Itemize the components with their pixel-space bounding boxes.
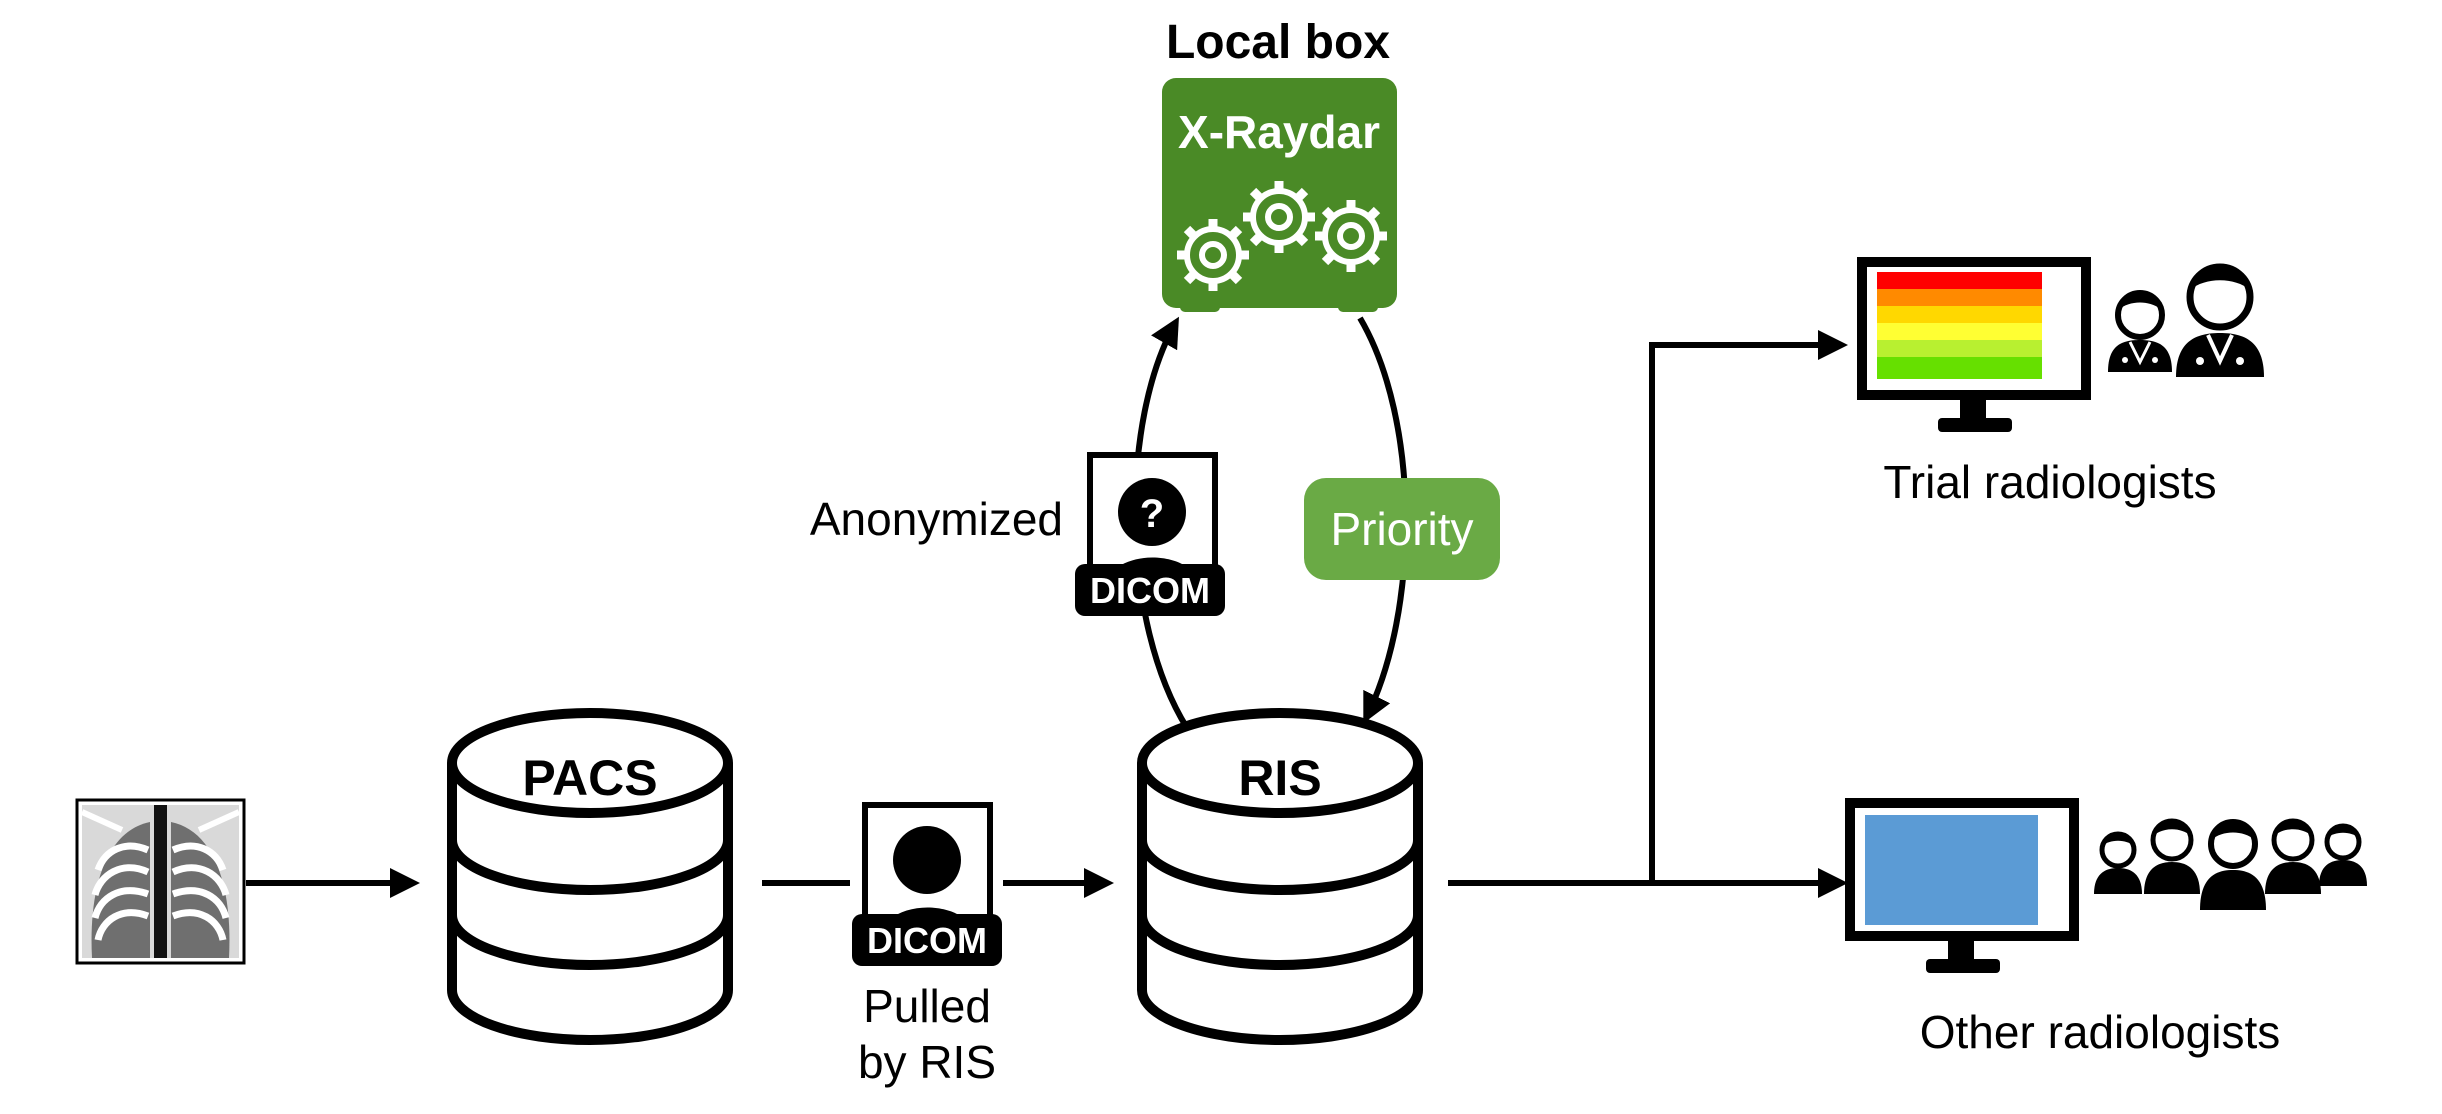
anonymized-label: Anonymized xyxy=(810,493,1063,545)
priority-label: Priority xyxy=(1330,503,1473,555)
ris-database-icon xyxy=(1137,708,1423,1045)
anonymized-dicom-icon: ? DICOM xyxy=(1075,452,1225,616)
dicom-tag-pulled: DICOM xyxy=(867,920,987,961)
dicom-file-icon: DICOM xyxy=(852,802,1002,966)
pulled-label-line2: by RIS xyxy=(858,1036,996,1088)
priority-badge: Priority xyxy=(1304,478,1500,580)
pacs-database-icon xyxy=(447,708,733,1045)
dicom-tag-anonymized: DICOM xyxy=(1090,570,1210,611)
x-raydar-title: X-Raydar xyxy=(1178,106,1380,158)
trial-monitor-icon xyxy=(1857,257,2091,432)
chest-xray-image xyxy=(75,798,246,965)
x-raydar-box: X-Raydar xyxy=(1162,78,1397,312)
other-radiologists-people-icon xyxy=(2094,818,2367,910)
trial-radiologists-people-icon xyxy=(2108,263,2264,377)
other-radiologists-label: Other radiologists xyxy=(1920,1006,2281,1058)
local-box-title: Local box xyxy=(1166,16,1390,69)
ris-output-connectors xyxy=(1448,330,1848,898)
other-monitor-icon xyxy=(1845,798,2079,973)
gears-icon xyxy=(1177,181,1387,291)
unknown-mark: ? xyxy=(1140,492,1164,536)
pacs-label: PACS xyxy=(522,750,657,806)
pulled-label-line1: Pulled xyxy=(863,980,991,1032)
ris-label: RIS xyxy=(1238,750,1321,806)
trial-radiologists-label: Trial radiologists xyxy=(1883,456,2216,508)
